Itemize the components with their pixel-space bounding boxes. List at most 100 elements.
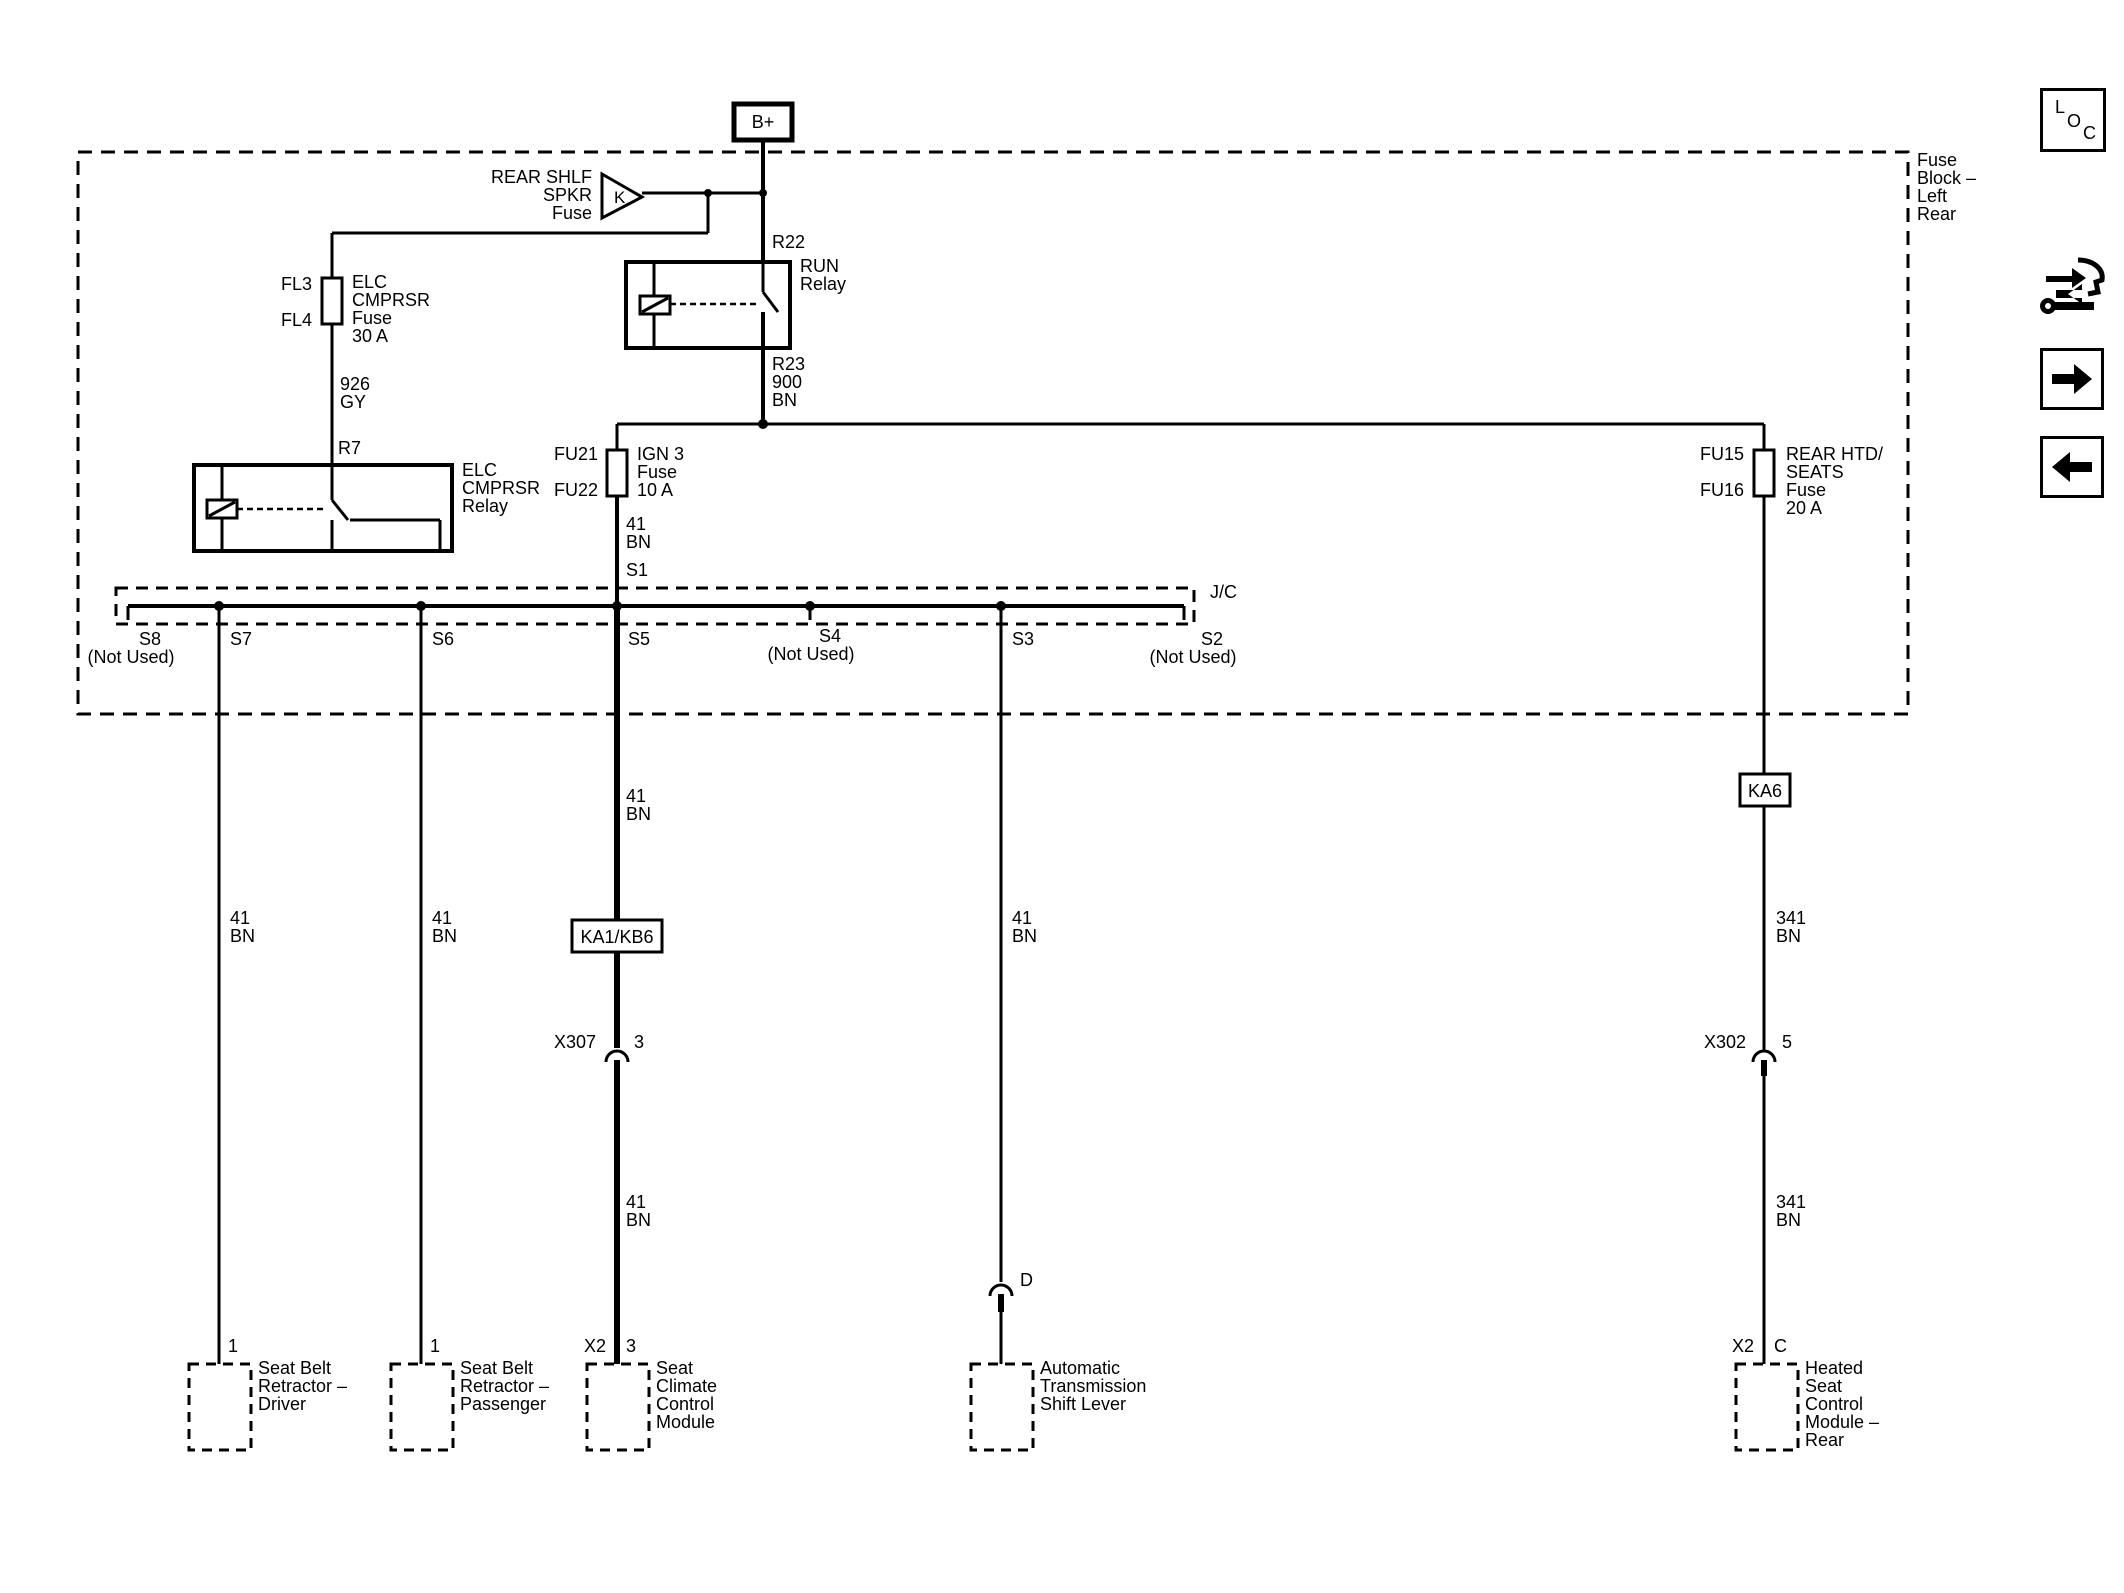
- ka1-kb6-connector-box: [570, 918, 664, 954]
- fuse-block-outline: [76, 150, 1910, 716]
- seat-belt-passenger-label-3: Passenger: [460, 1394, 546, 1414]
- heated-seat-module: [1734, 1362, 1800, 1452]
- shift-lever-label-2: Transmission: [1040, 1376, 1146, 1396]
- location-button[interactable]: L O C: [2040, 88, 2106, 152]
- rear-htd-fuse-symbol: [1752, 448, 1776, 498]
- elc-fuse-top-pin: FL3: [281, 274, 312, 294]
- ka6-label: KA6: [1748, 781, 1782, 801]
- wire-s5-upper-color: BN: [626, 804, 651, 824]
- splice-s4-label: S4: [819, 626, 841, 646]
- loc-letter-o: O: [2067, 111, 2082, 131]
- x307-connector-icon: [604, 1049, 630, 1063]
- seat-climate-pin: 3: [626, 1336, 636, 1356]
- ign3-label-3: 10 A: [637, 480, 673, 500]
- rear-htd-label-4: 20 A: [1786, 498, 1822, 518]
- fuse-block-label-2: Block –: [1917, 168, 1976, 188]
- elc-relay-box: [192, 463, 454, 553]
- wire-s5-lower-circuit: 41: [626, 1192, 646, 1212]
- x307-name: X307: [554, 1032, 596, 1052]
- splice-s3-label: S3: [1012, 629, 1034, 649]
- heated-seat-label-1: Heated: [1805, 1358, 1863, 1378]
- loc-letter-c: C: [2083, 123, 2096, 143]
- seat-climate-label-4: Module: [656, 1412, 715, 1432]
- ign3-bottom-pin: FU22: [554, 480, 598, 500]
- seat-climate-conn: X2: [584, 1336, 606, 1356]
- jc-label: J/C: [1210, 582, 1237, 602]
- elc-fuse-label-3: Fuse: [352, 308, 392, 328]
- splice-s4-not-used: (Not Used): [767, 644, 854, 664]
- rear-shlf-label-3: Fuse: [552, 203, 592, 223]
- previous-page-button[interactable]: [2040, 436, 2104, 498]
- next-page-button[interactable]: [2040, 348, 2104, 410]
- x302-connector-icon: [1751, 1049, 1777, 1063]
- elc-relay-label-1: ELC: [462, 460, 497, 480]
- wire-926-color: GY: [340, 392, 366, 412]
- tools-button[interactable]: [2038, 254, 2110, 324]
- wire-s5-upper-circuit: 41: [626, 786, 646, 806]
- run-relay-pin-in: R22: [772, 232, 805, 252]
- wire-s3-color: BN: [1012, 926, 1037, 946]
- shift-lever-label-1: Automatic: [1040, 1358, 1120, 1378]
- elc-fuse-label-4: 30 A: [352, 326, 388, 346]
- splice-s8-label: S8: [139, 629, 161, 649]
- ign3-label-1: IGN 3: [637, 444, 684, 464]
- splice-dot-bus: [758, 419, 768, 429]
- previous-arrow-icon: [2052, 452, 2092, 482]
- wire-s6-circuit: 41: [432, 908, 452, 928]
- ka1-kb6-label: KA1/KB6: [580, 927, 653, 947]
- next-arrow-icon: [2052, 364, 2092, 394]
- seat-belt-driver-pin: 1: [228, 1336, 238, 1356]
- elc-relay-pin: R7: [338, 438, 361, 458]
- rear-htd-label-2: SEATS: [1786, 462, 1844, 482]
- wire-s1-circuit: 41: [626, 514, 646, 534]
- rear-shlf-fuse-terminal-icon: [600, 171, 646, 221]
- jc-outline: [114, 586, 1196, 626]
- shift-lever-connector-icon: [988, 1283, 1014, 1297]
- rear-htd-label-1: REAR HTD/: [1786, 444, 1883, 464]
- rear-shlf-label-2: SPKR: [543, 185, 592, 205]
- x302-pin: 5: [1782, 1032, 1792, 1052]
- seat-belt-driver-label-1: Seat Belt: [258, 1358, 331, 1378]
- fuse-block-label-1: Fuse: [1917, 150, 1957, 170]
- ign3-fuse-symbol: [605, 448, 629, 498]
- seat-climate-label-1: Seat: [656, 1358, 693, 1378]
- seat-climate-label-3: Control: [656, 1394, 714, 1414]
- shift-lever-pin: D: [1020, 1270, 1033, 1290]
- run-relay-label-1: RUN: [800, 256, 839, 276]
- shift-lever-module: [969, 1362, 1035, 1452]
- elc-relay-label-3: Relay: [462, 496, 508, 516]
- splice-s2-label: S2: [1201, 629, 1223, 649]
- wire-900-color: BN: [772, 390, 797, 410]
- run-relay-pin-out: R23: [772, 354, 805, 374]
- x307-pin: 3: [634, 1032, 644, 1052]
- splice-s2-not-used: (Not Used): [1149, 647, 1236, 667]
- fuse-block-label-4: Rear: [1917, 204, 1956, 224]
- elc-fuse-label-1: ELC: [352, 272, 387, 292]
- rear-shlf-terminal: K: [614, 188, 626, 207]
- wire-s5-lower-color: BN: [626, 1210, 651, 1230]
- splice-s5-label: S5: [628, 629, 650, 649]
- rear-htd-label-3: Fuse: [1786, 480, 1826, 500]
- wire-heated-lower-color: BN: [1776, 1210, 1801, 1230]
- rear-htd-top-pin: FU15: [1700, 444, 1744, 464]
- heated-seat-label-4: Module –: [1805, 1412, 1879, 1432]
- wire-900-circuit: 900: [772, 372, 802, 392]
- elc-relay-label-2: CMPRSR: [462, 478, 540, 498]
- seat-belt-passenger-module: [389, 1362, 455, 1452]
- seat-climate-label-2: Climate: [656, 1376, 717, 1396]
- rear-shlf-label-1: REAR SHLF: [491, 167, 592, 187]
- wire-926-circuit: 926: [340, 374, 370, 394]
- loc-letter-l: L: [2055, 97, 2066, 117]
- ign3-top-pin: FU21: [554, 444, 598, 464]
- shift-lever-label-3: Shift Lever: [1040, 1394, 1126, 1414]
- heated-seat-label-2: Seat: [1805, 1376, 1842, 1396]
- run-relay-box: [624, 260, 792, 350]
- rear-htd-bottom-pin: FU16: [1700, 480, 1744, 500]
- wire-s3-circuit: 41: [1012, 908, 1032, 928]
- tools-icon: [2040, 257, 2105, 314]
- seat-belt-passenger-label-2: Retractor –: [460, 1376, 549, 1396]
- wire-heated-upper-color: BN: [1776, 926, 1801, 946]
- wire-s1-color: BN: [626, 532, 651, 552]
- ign3-label-2: Fuse: [637, 462, 677, 482]
